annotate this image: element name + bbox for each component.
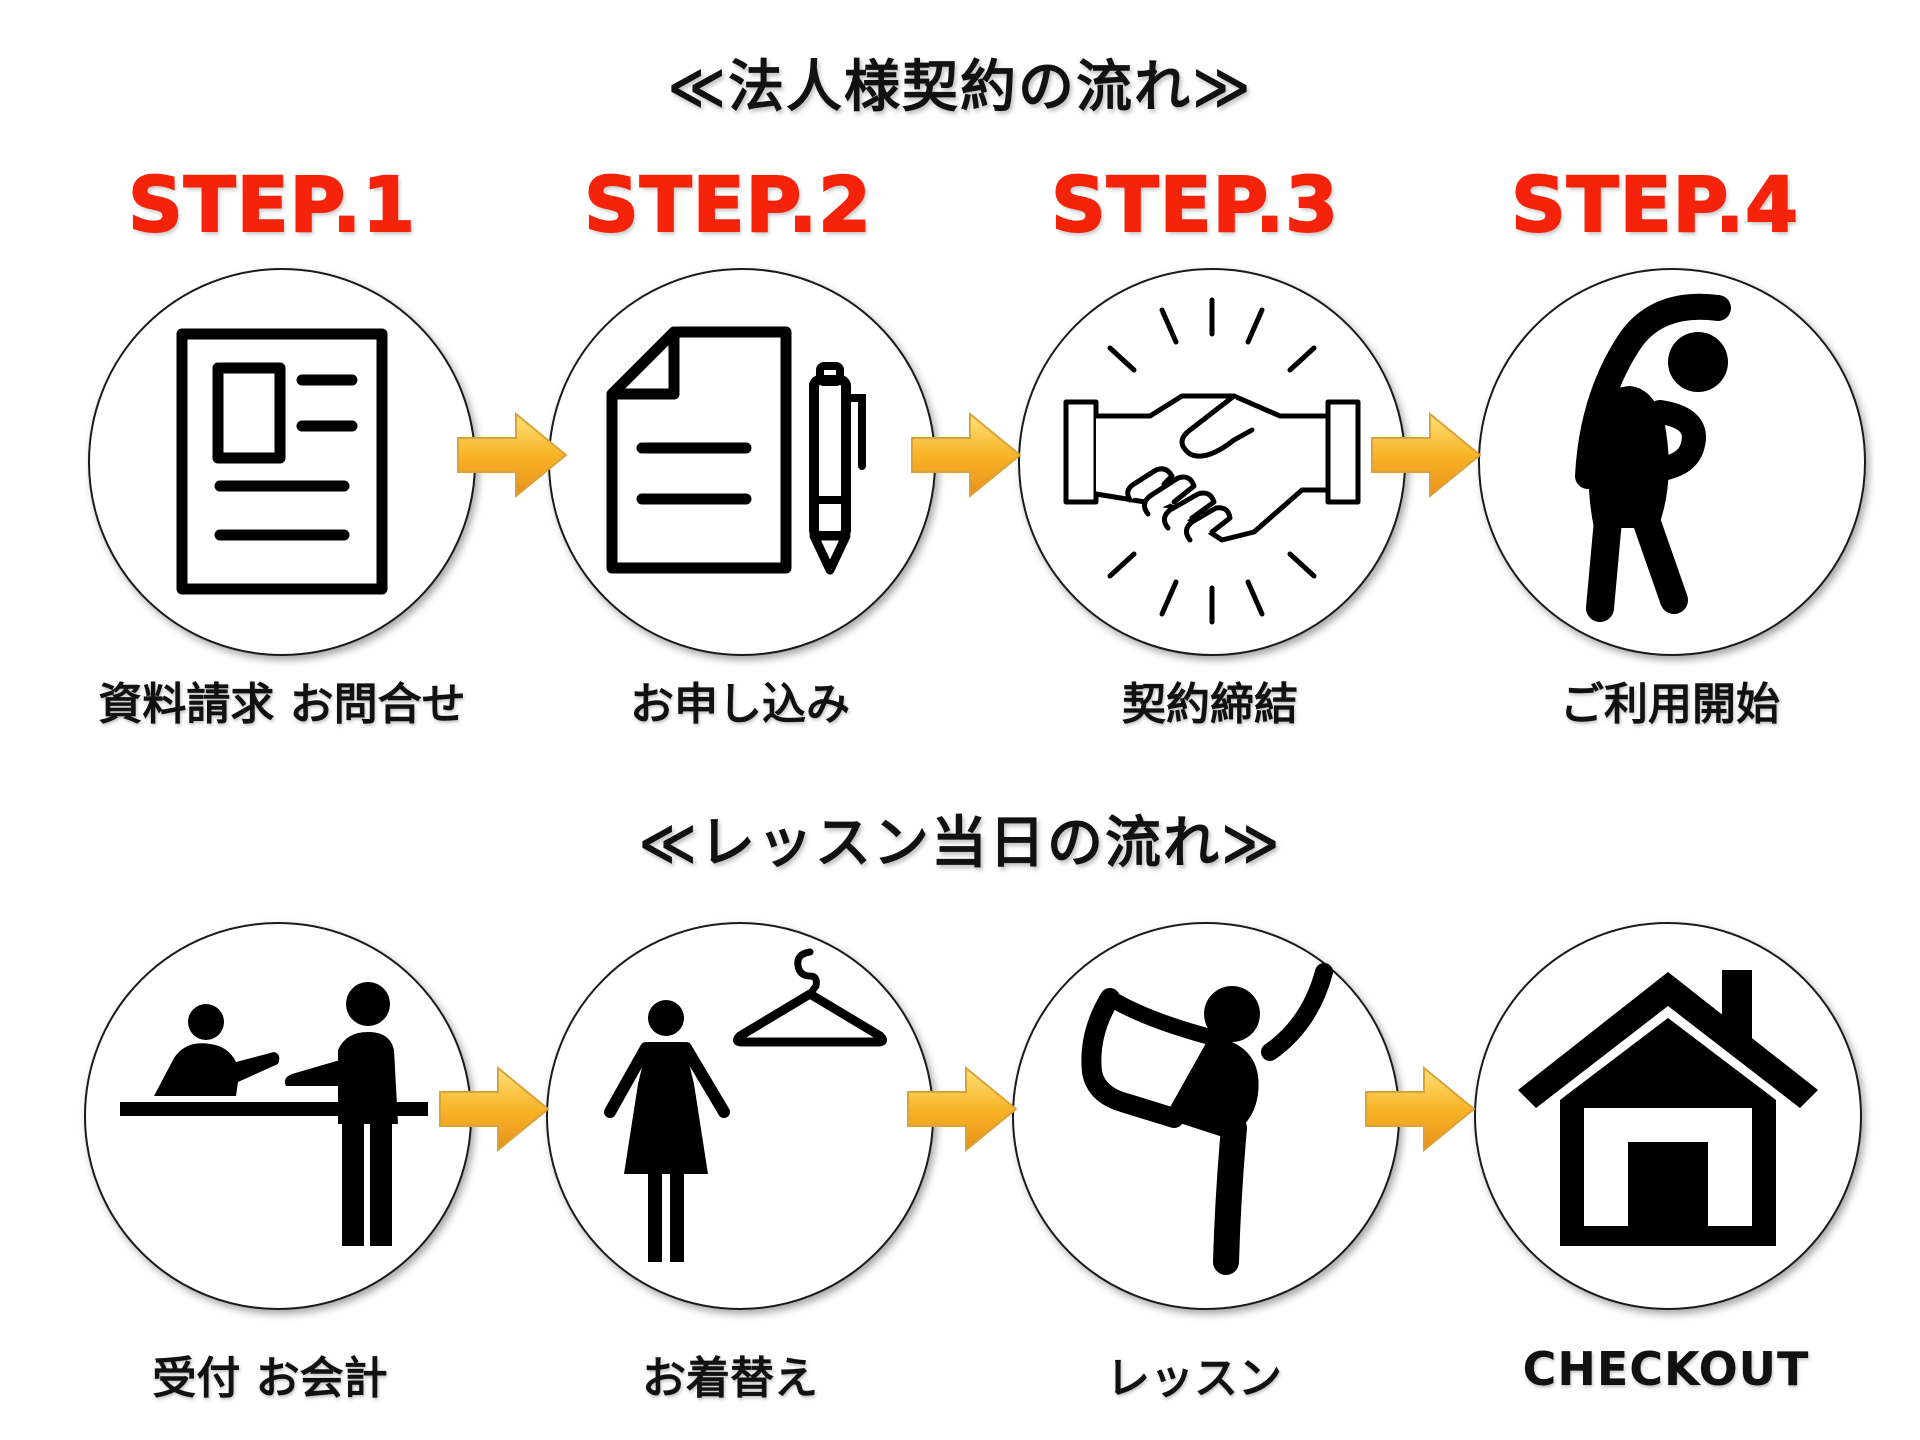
house-icon (1518, 970, 1818, 1246)
step1-caption: 資料請求 お問合せ (98, 679, 466, 730)
arrow-right-icon (911, 410, 1022, 500)
checkout-caption: CHECKOUT (1522, 1342, 1810, 1396)
handshake-icon (1063, 297, 1361, 625)
step2-circle (548, 268, 936, 656)
step3-label: STEP.3 (1050, 159, 1339, 250)
step2-label: STEP.2 (583, 159, 872, 250)
step3-circle (1018, 268, 1406, 656)
step4-label: STEP.4 (1510, 159, 1799, 250)
changing-clothes-icon (604, 948, 888, 1262)
lesson-caption: レッスン (1106, 1353, 1282, 1404)
reception-caption: 受付 お会計 (152, 1353, 388, 1404)
step1-circle (88, 268, 476, 656)
changing-circle (546, 922, 934, 1310)
reception-circle (84, 922, 472, 1310)
step2-caption: お申し込み (630, 679, 850, 730)
yoga-pose-icon (1081, 963, 1333, 1275)
step3-caption: 契約締結 (1122, 679, 1298, 730)
arrow-right-icon (1371, 410, 1482, 500)
checkout-circle (1474, 922, 1862, 1310)
section2-title: ≪レッスン当日の流れ≫ (638, 811, 1282, 876)
arrow-right-icon (439, 1064, 550, 1154)
step4-caption: ご利用開始 (1560, 679, 1780, 730)
reception-desk-icon (120, 982, 428, 1246)
step4-circle (1478, 268, 1866, 656)
step1-label: STEP.1 (127, 159, 416, 250)
yoga-circle (1012, 922, 1400, 1310)
arrow-right-icon (457, 410, 568, 500)
form-pen-icon (606, 326, 866, 575)
section1-title: ≪法人様契約の流れ≫ (667, 55, 1253, 120)
arrow-right-icon (1365, 1064, 1476, 1154)
document-icon (176, 328, 388, 595)
stretching-person-icon (1575, 293, 1731, 622)
arrow-right-icon (907, 1064, 1018, 1154)
changing-caption: お着替え (642, 1353, 818, 1404)
